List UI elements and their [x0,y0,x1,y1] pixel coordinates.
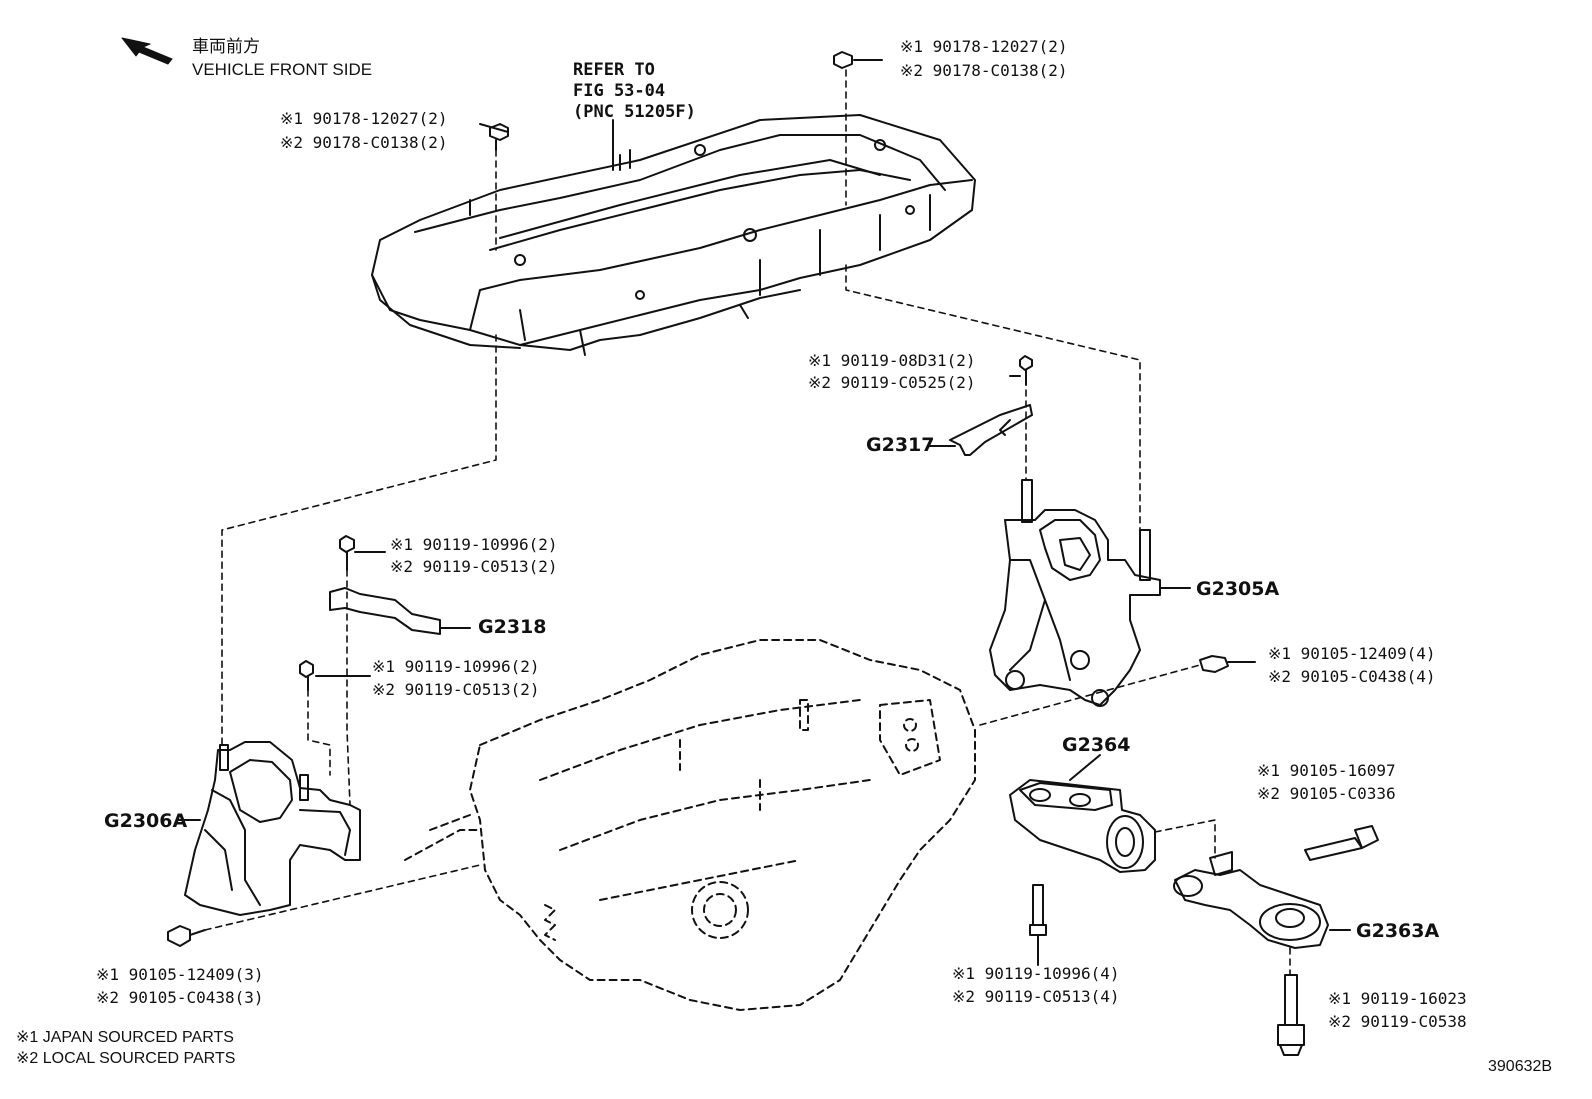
callout-g2305-bolt-1: ※1 90105-12409(4) [1268,644,1436,663]
refer-line-1: REFER TO [573,60,655,80]
refer-line-2: FIG 53-04 [573,81,666,101]
diagram-id: 390632B [1488,1058,1553,1075]
callout-g2317-bolt-1: ※1 90119-08D31(2) [808,351,976,370]
callout-g2363-bolt-1: ※1 90105-16097 [1257,761,1396,780]
callout-nut-left-2: ※2 90178-C0138(2) [280,133,448,152]
bolt-g2306-lower-icon [167,925,206,947]
vehicle-front-arrow-icon [121,37,173,65]
engine-mount-g2305a [989,479,1191,707]
part-number-g2364: G2364 [1062,734,1131,756]
legend-local-sourced: ※2 LOCAL SOURCED PARTS [16,1050,236,1067]
callout-nut-right-2: ※2 90178-C0138(2) [900,61,1068,80]
torque-rod-mount-g2364 [1009,779,1156,966]
callout-g2364-bolt-1: ※1 90119-10996(4) [952,964,1120,983]
direction-label-jp: 車両前方 [192,37,260,56]
part-number-g2317: G2317 [866,434,935,456]
refer-line-3: (PNC 51205F) [573,102,696,122]
assembly-guide-lines [204,69,1291,976]
legend-japan-sourced: ※1 JAPAN SOURCED PARTS [16,1029,234,1046]
part-number-g2305a: G2305A [1196,578,1280,600]
part-number-g2363a: G2363A [1356,920,1440,942]
direction-label-en: VEHICLE FRONT SIDE [192,60,373,79]
engine-mount-g2306a [177,660,371,916]
callout-nut-left-1: ※1 90178-12027(2) [280,109,448,128]
callout-g2305-bolt-2: ※2 90105-C0438(4) [1268,667,1436,686]
part-number-g2318: G2318 [478,616,547,638]
callout-nut-right-1: ※1 90178-12027(2) [900,37,1068,56]
bolt-g2305-icon [1199,655,1256,673]
callout-g2306-bolt-2: ※2 90119-C0513(2) [372,680,540,699]
callout-g2363-bolt-2: ※2 90105-C0336 [1257,784,1396,803]
callout-g2306-lower-1: ※1 90105-12409(3) [96,965,264,984]
callout-g2318-bolt-2: ※2 90119-C0513(2) [390,557,558,576]
nut-left-icon [489,123,509,151]
callout-g2317-bolt-2: ※2 90119-C0525(2) [808,373,976,392]
transaxle-assembly [404,639,976,1011]
callout-g2306-bolt-1: ※1 90119-10996(2) [372,657,540,676]
suspension-member-frame [371,114,976,356]
callout-g2306-lower-2: ※2 90105-C0438(3) [96,988,264,1007]
callout-g2364-bolt-2: ※2 90119-C0513(4) [952,987,1120,1006]
callout-g2363-lower-2: ※2 90119-C0538 [1328,1012,1467,1031]
bracket-g2317 [927,355,1033,456]
nut-right-icon [833,51,853,69]
bracket-g2318 [329,535,471,635]
callout-g2363-lower-1: ※1 90119-16023 [1328,989,1467,1008]
torque-rod-g2363a [1173,825,1379,1056]
part-number-g2306a: G2306A [104,810,188,832]
callout-g2318-bolt-1: ※1 90119-10996(2) [390,535,558,554]
